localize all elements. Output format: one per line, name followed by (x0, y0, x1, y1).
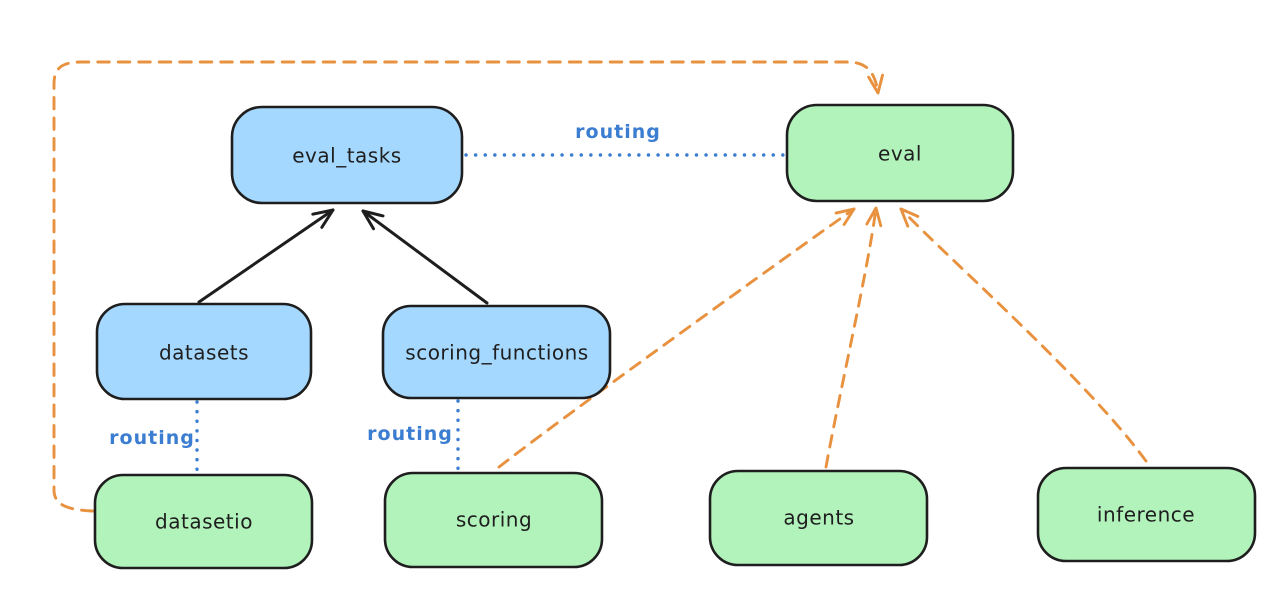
node-label-datasetio: datasetio (155, 510, 253, 534)
node-datasets: datasets (95, 302, 313, 401)
node-label-eval-tasks: eval_tasks (292, 144, 401, 168)
edge-scoring-to-eval (497, 207, 856, 469)
edge-inference-to-eval (899, 207, 1148, 463)
edge-label-routing-scoring: routing (367, 423, 453, 445)
edge-agents-to-eval (824, 206, 883, 469)
edge-label-routing-datasets: routing (109, 427, 195, 449)
node-inference: inference (1036, 466, 1257, 563)
node-label-agents: agents (783, 506, 854, 530)
node-agents: agents (708, 469, 929, 567)
node-datasetio: datasetio (93, 473, 314, 570)
edge-label-routing-top: routing (575, 121, 661, 143)
node-scoring: scoring (383, 471, 604, 569)
node-eval-tasks: eval_tasks (230, 105, 464, 205)
node-agents-box (708, 469, 929, 567)
edge-datasetio-to-eval (52, 60, 884, 513)
node-label-scoring-functions: scoring_functions (405, 341, 588, 365)
node-datasetio-box (93, 473, 314, 570)
node-label-datasets: datasets (159, 341, 249, 365)
node-datasets-box (95, 302, 313, 401)
node-inference-box (1036, 466, 1257, 563)
node-label-inference: inference (1097, 503, 1195, 527)
node-label-scoring: scoring (456, 508, 532, 532)
node-scoring-functions-box (381, 304, 612, 400)
edge-datasets-to-eval-tasks (197, 208, 335, 304)
node-label-eval: eval (878, 142, 922, 166)
node-eval-box (785, 103, 1015, 203)
node-eval: eval (785, 103, 1015, 203)
node-scoring-functions: scoring_functions (381, 304, 612, 400)
edge-scoring-functions-to-eval-tasks (361, 209, 489, 305)
node-scoring-box (383, 471, 604, 569)
node-eval-tasks-box (230, 105, 464, 205)
